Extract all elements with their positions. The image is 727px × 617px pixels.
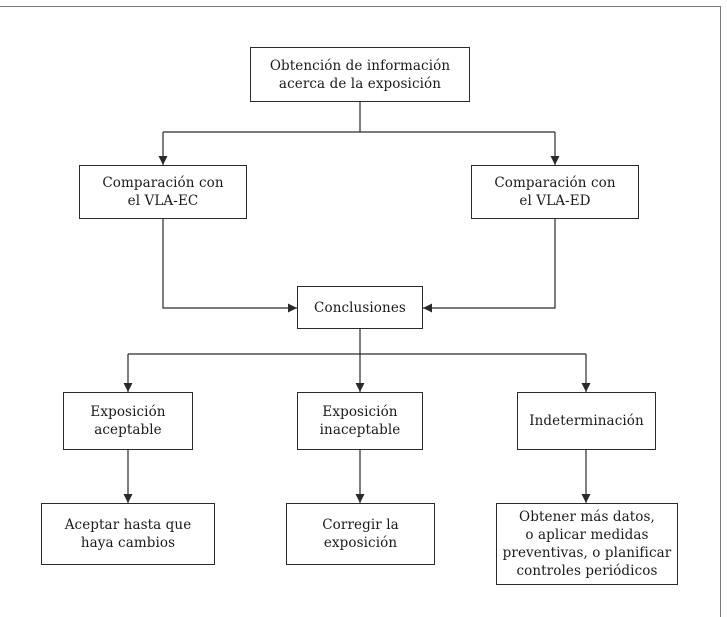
arrow-ed-to-conclusiones: [423, 219, 556, 313]
node-obtencion-informacion: Obtención de información acerca de la ex…: [250, 47, 470, 102]
node-conclusiones: Conclusiones: [297, 286, 423, 329]
node-aceptar-hasta-cambios: Aceptar hasta que haya cambios: [41, 503, 215, 565]
node-indeterminacion: Indeterminación: [517, 392, 656, 450]
node-comparacion-vla-ed: Comparación con el VLA-ED: [471, 165, 639, 219]
arrow-ec-to-conclusiones: [162, 219, 297, 313]
node-comparacion-vla-ec: Comparación con el VLA-EC: [79, 165, 247, 219]
node-corregir-exposicion: Corregir la exposición: [286, 503, 435, 565]
page-frame: [0, 6, 721, 617]
node-obtener-mas-datos: Obtener más datos, o aplicar medidas pre…: [496, 503, 678, 585]
node-exposicion-inaceptable: Exposición inaceptable: [297, 392, 423, 450]
node-exposicion-aceptable: Exposición aceptable: [63, 392, 193, 450]
